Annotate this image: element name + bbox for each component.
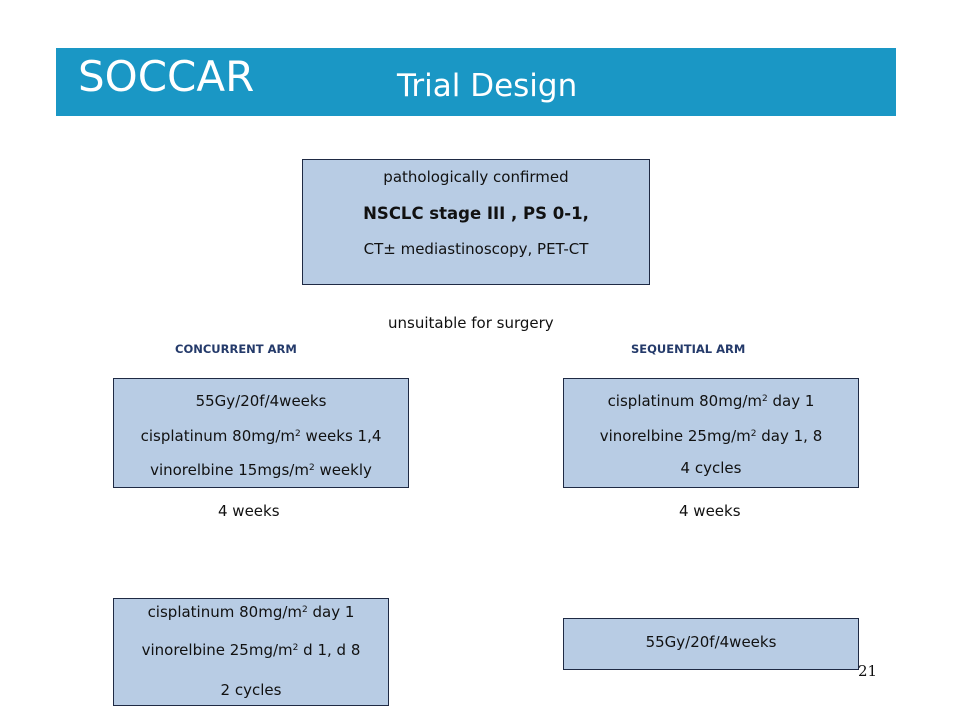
eligibility-line-3: CT± mediastinoscopy, PET-CT — [363, 240, 589, 258]
sequential-arm-label: SEQUENTIAL ARM — [631, 342, 746, 356]
concurrent-interval: 4 weeks — [218, 502, 280, 520]
concurrent-radiation-dose: 55Gy/20f/4weeks — [195, 392, 327, 410]
consolidation-cycles: 2 cycles — [220, 681, 282, 699]
concurrent-chemoradiation-box: 55Gy/20f/4weeks cisplatinum 80mg/m2 week… — [113, 378, 409, 488]
sequential-radiation-dose: 55Gy/20f/4weeks — [645, 633, 777, 651]
concurrent-consolidation-box: cisplatinum 80mg/m2 day 1 vinorelbine 25… — [113, 598, 389, 706]
concurrent-arm-label: CONCURRENT ARM — [175, 342, 297, 356]
sequential-cycles: 4 cycles — [680, 459, 742, 477]
sequential-vinorelbine-dose: vinorelbine 25mg/m2 day 1, 8 — [599, 427, 823, 445]
consolidation-cisplatin-dose: cisplatinum 80mg/m2 day 1 — [147, 603, 355, 621]
sequential-radiation-box: 55Gy/20f/4weeks — [563, 618, 859, 670]
slide-subtitle: Trial Design — [397, 68, 578, 104]
concurrent-vinorelbine-dose: vinorelbine 15mgs/m2 weekly — [150, 461, 372, 479]
sequential-cisplatin-dose: cisplatinum 80mg/m2 day 1 — [607, 392, 815, 410]
sequential-interval: 4 weeks — [679, 502, 741, 520]
split-label: unsuitable for surgery — [388, 314, 554, 332]
title-banner — [56, 48, 896, 116]
page-number: 21 — [858, 662, 878, 680]
eligibility-line-1: pathologically confirmed — [383, 168, 569, 186]
concurrent-cisplatin-dose: cisplatinum 80mg/m2 weeks 1,4 — [140, 427, 382, 445]
sequential-chemotherapy-box: cisplatinum 80mg/m2 day 1 vinorelbine 25… — [563, 378, 859, 488]
consolidation-vinorelbine-dose: vinorelbine 25mg/m2 d 1, d 8 — [141, 641, 361, 659]
eligibility-box: pathologically confirmed NSCLC stage III… — [302, 159, 650, 285]
slide-title: SOCCAR — [78, 52, 255, 101]
eligibility-line-2: NSCLC stage III , PS 0-1, — [363, 204, 589, 223]
